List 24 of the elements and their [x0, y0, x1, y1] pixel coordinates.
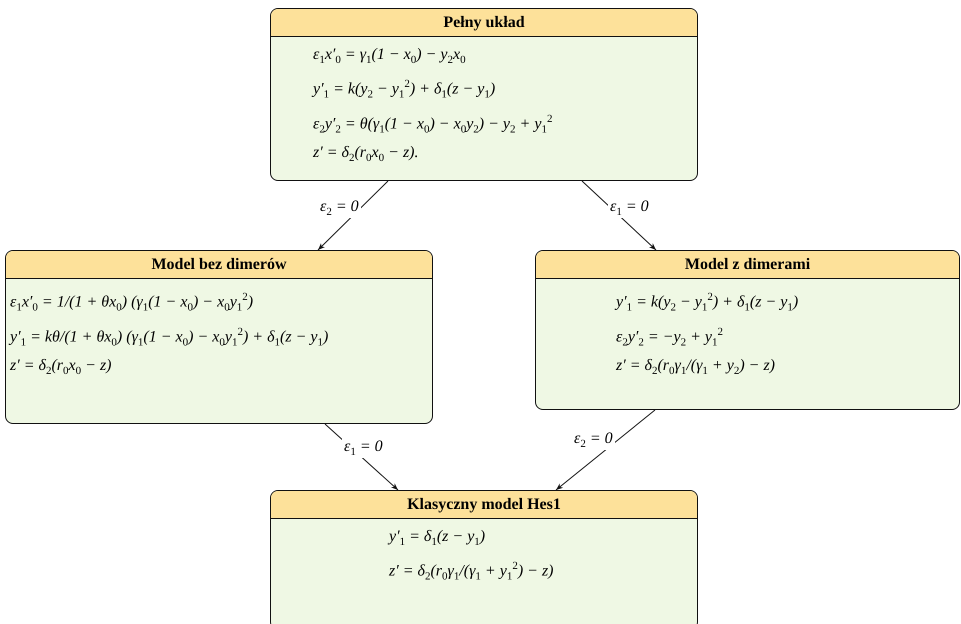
- equation: z′ = δ$_{2}$(r$_{0}$x$_{0}$ − z).: [313, 143, 418, 166]
- arrow: [318, 180, 388, 250]
- arrow: [556, 410, 656, 490]
- edge-label: ε$_{2}$ = 0: [572, 430, 615, 450]
- equation: z′ = δ$_{2}$(r$_{0}$γ$_{1}$/(γ$_{1}$ + y$_{2}$) − z): [616, 356, 776, 380]
- model-card: [5, 250, 433, 424]
- card-title: Model z dimerami: [536, 251, 959, 279]
- card-title: Model bez dimerów: [6, 251, 432, 279]
- model-card: [270, 490, 698, 624]
- equation: z′ = δ$_{2}$(r$_{0}$γ$_{1}$/(γ$_{1}$ + y$_{1}$$^{2}$) − z): [389, 559, 554, 585]
- equation: ε$_{1}$x′$_{0}$ = 1/(1 + θx$_{0}$) (γ$_{1}$(1 − x$_{0}$) − x$_{0}$y$_{1}$$^{2}$): [10, 290, 254, 316]
- edge-label: ε$_{2}$ = 0: [318, 198, 361, 218]
- card-title: Klasyczny model Hes1: [271, 491, 697, 519]
- model-card: [270, 8, 698, 181]
- equation: z′ = δ$_{2}$(r$_{0}$x$_{0}$ − z): [10, 356, 112, 380]
- equation: ε$_{1}$x′$_{0}$ = γ$_{1}$(1 − x$_{0}$) − y$_{2}$x$_{0}$: [313, 45, 466, 68]
- equation: y′$_{1}$ = δ$_{1}$(z − y$_{1}$): [389, 527, 486, 550]
- equation: y′$_{1}$ = kθ/(1 + θx$_{0}$) (γ$_{1}$(1 − x$_{0}$) − x$_{0}$y$_{1}$$^{2}$) + δ$_{1}$(z − y$_{1}$): [10, 324, 328, 350]
- equation: y′$_{1}$ = k(y$_{2}$ − y$_{1}$$^{2}$) + δ$_{1}$(z − y$_{1}$): [616, 290, 798, 316]
- edge-label: ε$_{1}$ = 0: [342, 438, 385, 458]
- equation: y′$_{1}$ = k(y$_{2}$ − y$_{1}$$^{2}$) + δ$_{1}$(z − y$_{1}$): [313, 77, 496, 103]
- model-card: [535, 250, 960, 410]
- edge-label: ε$_{1}$ = 0: [608, 198, 651, 218]
- card-title: Pełny układ: [271, 9, 697, 37]
